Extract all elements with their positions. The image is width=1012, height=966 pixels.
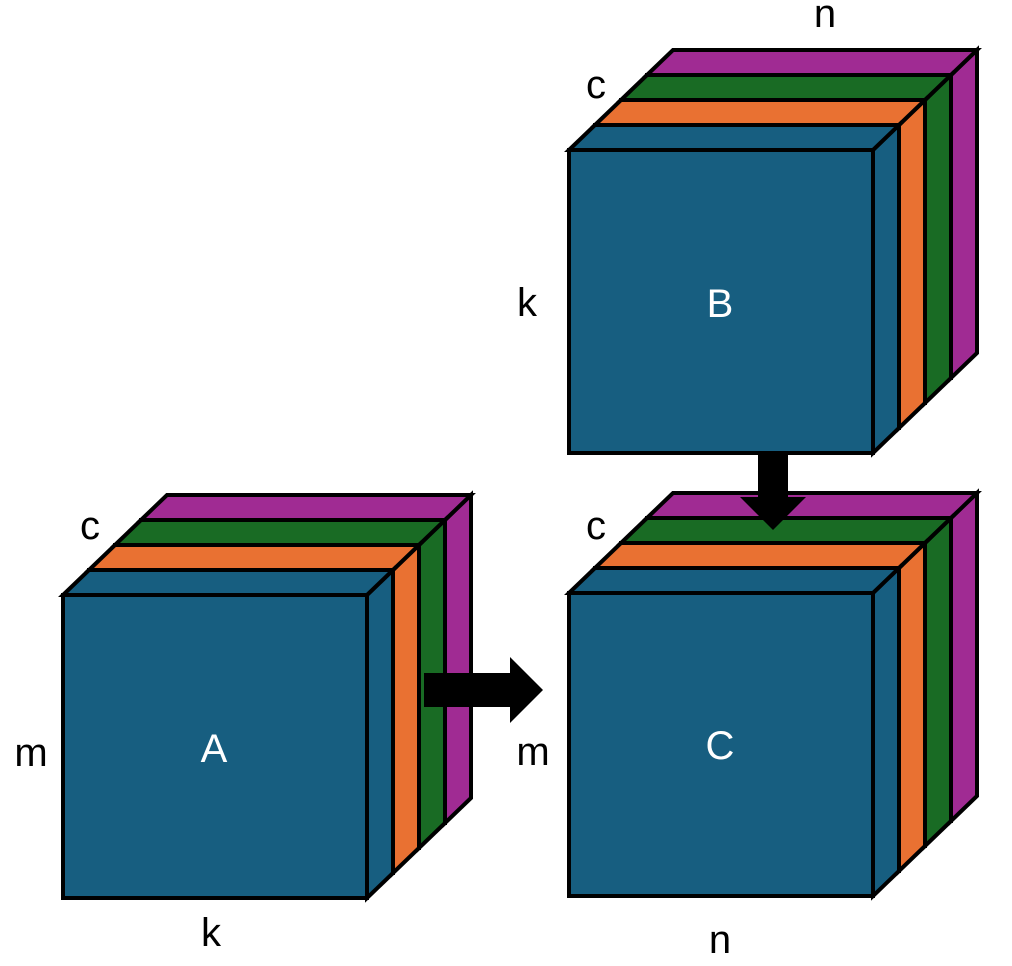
block-b-slice-4-side: [949, 45, 979, 383]
block-c-slice-1-side: [871, 563, 901, 901]
block-b-slice-3-side: [923, 70, 953, 408]
block-b-depth-label: c: [586, 63, 606, 107]
block-b-name: B: [707, 282, 734, 326]
arrow-a-to-c: [424, 657, 543, 723]
block-a-slice-1-side: [365, 565, 395, 903]
block-b-cols-label: n: [814, 0, 836, 36]
block-b-slice-1-top: [564, 123, 904, 152]
block-c-rows-label: m: [516, 730, 549, 774]
block-c: [564, 488, 982, 901]
block-b-slice-2-side: [897, 95, 927, 433]
block-a-rows-label: m: [14, 731, 47, 775]
block-a-slice-1-front: [61, 593, 369, 900]
block-a-slice-4-side: [443, 490, 473, 828]
block-a: [58, 490, 476, 903]
block-b: [564, 45, 982, 458]
block-b-rows-label: k: [517, 281, 538, 325]
block-c-cols-label: n: [709, 918, 731, 962]
block-a-slice-4-top: [136, 493, 476, 522]
block-a-name: A: [201, 727, 228, 771]
block-c-name: C: [706, 724, 735, 768]
block-a-cols-label: k: [201, 911, 222, 955]
block-c-slice-1-top: [564, 566, 904, 595]
block-b-slice-4-top: [642, 48, 982, 77]
block-a-slice-3-top: [110, 518, 450, 547]
block-b-slice-3-top: [616, 73, 956, 102]
arrow-b-to-c: [740, 453, 806, 530]
block-c-slice-1-front: [567, 591, 875, 898]
block-c-slice-2-side: [897, 538, 927, 876]
block-c-slice-2-top: [590, 541, 930, 570]
block-a-slice-1-top: [58, 568, 398, 597]
block-c-slice-3-top: [616, 516, 956, 545]
block-c-slice-4-side: [949, 488, 979, 826]
block-c-slice-4-top: [642, 491, 982, 520]
block-a-depth-label: c: [80, 504, 100, 548]
block-b-slice-1-side: [871, 120, 901, 458]
block-c-depth-label: c: [586, 504, 606, 548]
block-a-slice-2-top: [84, 543, 424, 572]
block-a-slice-2-side: [391, 540, 421, 878]
block-b-slice-2-top: [590, 98, 930, 127]
block-b-slice-1-front: [567, 148, 875, 455]
block-c-slice-3-side: [923, 513, 953, 851]
